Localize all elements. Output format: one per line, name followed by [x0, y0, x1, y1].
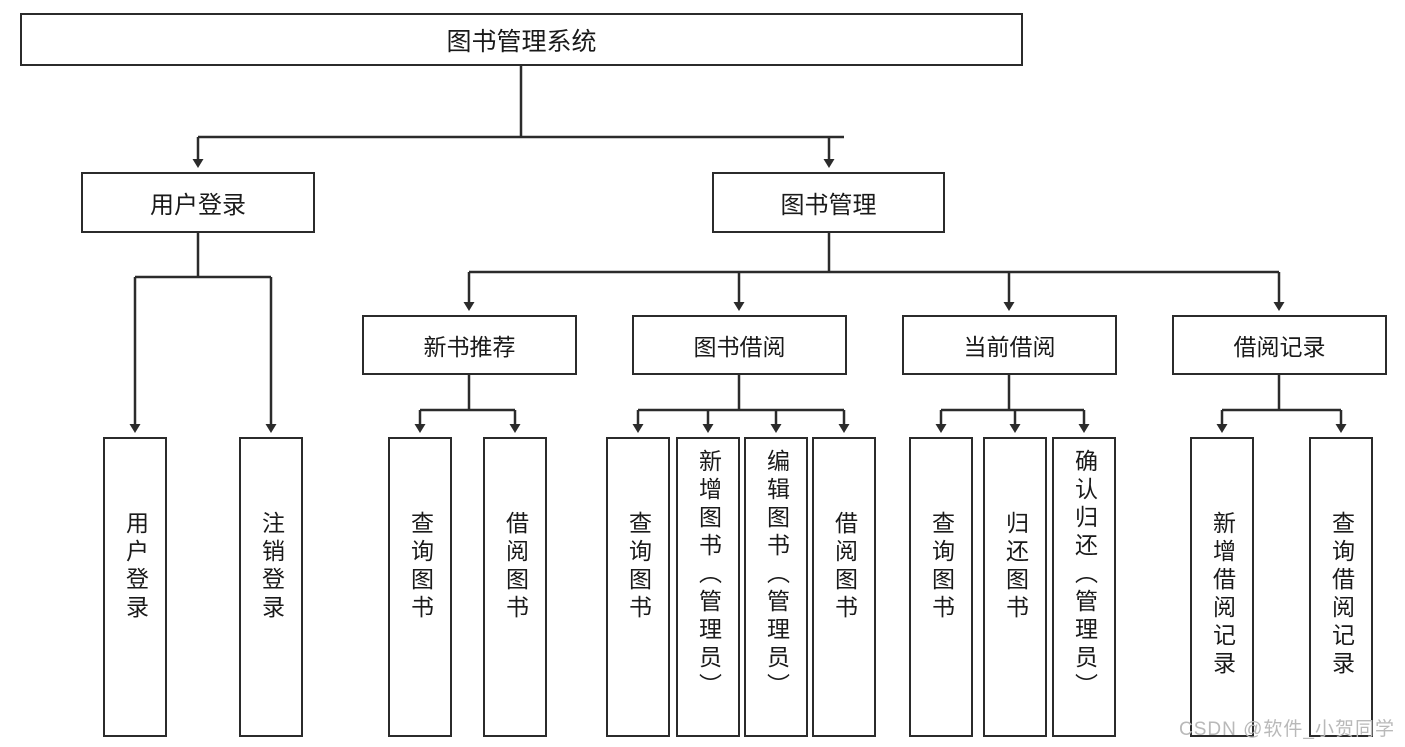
node-borrow-record[interactable]: 借阅记录 — [1172, 315, 1387, 375]
node-book-management[interactable]: 图书管理 — [712, 172, 945, 233]
leaf-borrow-book[interactable]: 借阅图书 — [812, 437, 876, 737]
node-root-system[interactable]: 图书管理系统 — [20, 13, 1023, 66]
leaf-label: 借阅图书 — [831, 511, 858, 623]
leaf-label: 编辑图书（管理员） — [763, 449, 790, 701]
node-new-book-recommend[interactable]: 新书推荐 — [362, 315, 577, 375]
leaf-user-login[interactable]: 用户登录 — [103, 437, 167, 737]
leaf-label: 确认归还（管理员） — [1071, 449, 1098, 701]
leaf-label: 查询图书 — [928, 511, 955, 623]
leaf-label: 归还图书 — [1002, 511, 1029, 623]
leaf-add-borrow-record[interactable]: 新增借阅记录 — [1190, 437, 1254, 737]
leaf-label: 查询图书 — [625, 511, 652, 623]
leaf-query-book-borrow[interactable]: 查询图书 — [606, 437, 670, 737]
leaf-label: 注销登录 — [258, 511, 285, 623]
leaf-add-book-admin[interactable]: 新增图书（管理员） — [676, 437, 740, 737]
leaf-label: 新增借阅记录 — [1209, 511, 1236, 679]
leaf-label: 新增图书（管理员） — [695, 449, 722, 701]
leaf-label: 借阅图书 — [502, 511, 529, 623]
leaf-edit-book-admin[interactable]: 编辑图书（管理员） — [744, 437, 808, 737]
leaf-label: 用户登录 — [122, 511, 149, 623]
leaf-borrow-book-new[interactable]: 借阅图书 — [483, 437, 547, 737]
leaf-query-book-new[interactable]: 查询图书 — [388, 437, 452, 737]
node-user-login[interactable]: 用户登录 — [81, 172, 315, 233]
node-current-borrow[interactable]: 当前借阅 — [902, 315, 1117, 375]
node-book-borrow[interactable]: 图书借阅 — [632, 315, 847, 375]
leaf-query-book-current[interactable]: 查询图书 — [909, 437, 973, 737]
leaf-confirm-return-admin[interactable]: 确认归还（管理员） — [1052, 437, 1116, 737]
leaf-label: 查询借阅记录 — [1328, 511, 1355, 679]
leaf-query-borrow-record[interactable]: 查询借阅记录 — [1309, 437, 1373, 737]
watermark-text: CSDN @软件_小贺同学 — [1179, 719, 1395, 740]
leaf-label: 查询图书 — [407, 511, 434, 623]
leaf-user-logout[interactable]: 注销登录 — [239, 437, 303, 737]
leaf-return-book[interactable]: 归还图书 — [983, 437, 1047, 737]
